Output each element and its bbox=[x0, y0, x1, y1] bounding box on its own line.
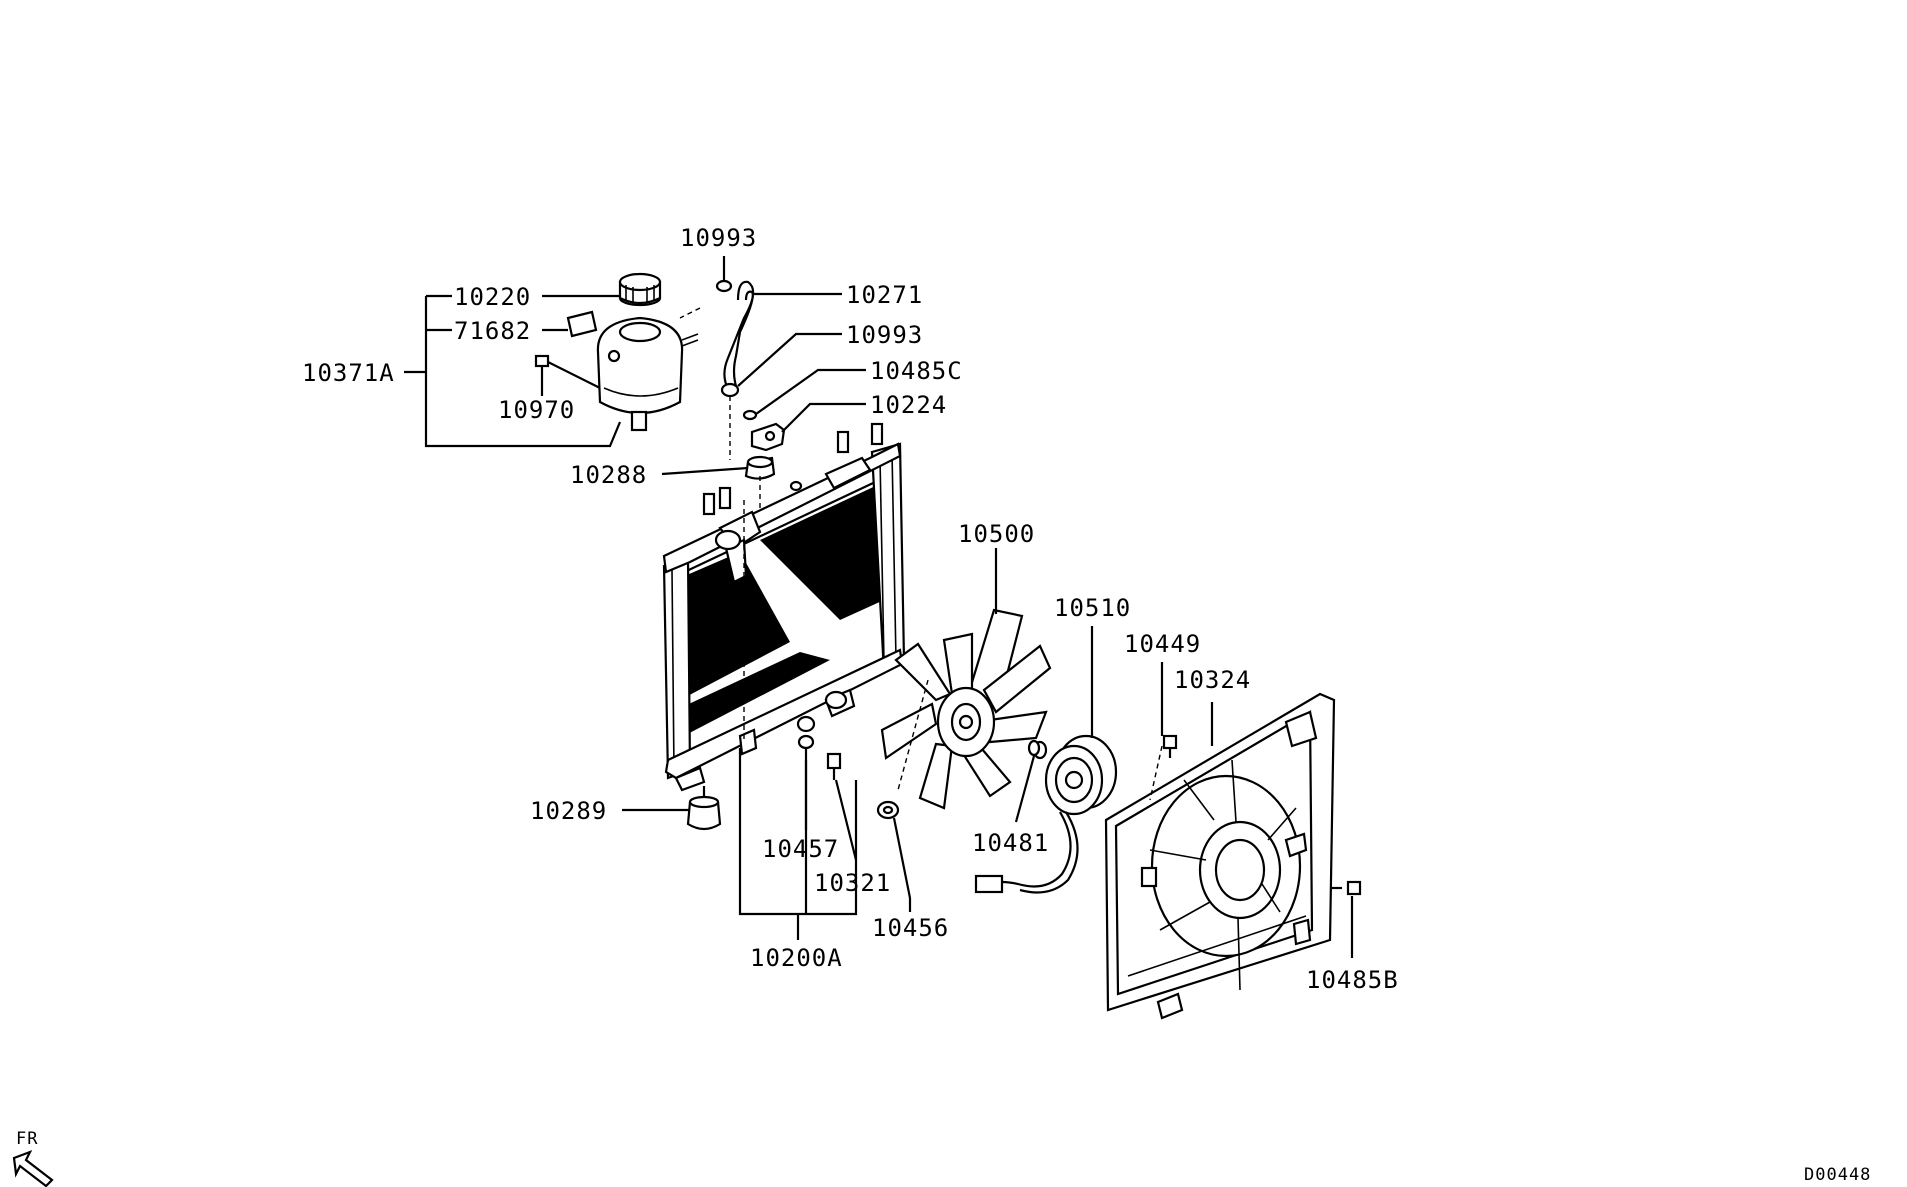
callout-10457: 10457 bbox=[762, 835, 839, 863]
bracket-parts bbox=[742, 409, 803, 510]
callout-10970: 10970 bbox=[498, 396, 575, 424]
bolt-10970 bbox=[534, 354, 550, 376]
fan-shroud bbox=[1104, 692, 1362, 1020]
drain-plug bbox=[686, 786, 722, 831]
callout-10481: 10481 bbox=[972, 829, 1049, 857]
fan-nut bbox=[876, 800, 900, 820]
front-label: FR bbox=[16, 1129, 38, 1149]
callout-labels: 10993 10271 10220 71682 10993 10371A 104… bbox=[302, 224, 1399, 994]
reservoir-cap bbox=[618, 272, 662, 307]
radiator-fins bbox=[676, 482, 884, 740]
callout-71682: 71682 bbox=[454, 317, 531, 345]
callout-10321: 10321 bbox=[814, 869, 891, 897]
callout-10510: 10510 bbox=[1054, 594, 1131, 622]
callout-10485C: 10485C bbox=[870, 357, 963, 385]
front-arrow-icon bbox=[12, 1149, 54, 1187]
callout-10324: 10324 bbox=[1174, 666, 1251, 694]
bolt-10449 bbox=[1149, 734, 1178, 801]
radiator-mount-parts bbox=[796, 715, 842, 780]
callout-10288: 10288 bbox=[570, 461, 647, 489]
leader-lines bbox=[404, 256, 1354, 958]
callout-10200A: 10200A bbox=[750, 944, 843, 972]
callout-10224: 10224 bbox=[870, 391, 947, 419]
overflow-hose bbox=[679, 279, 755, 460]
callout-10993-mid: 10993 bbox=[846, 321, 923, 349]
callout-10449: 10449 bbox=[1124, 630, 1201, 658]
callout-10371A: 10371A bbox=[302, 359, 395, 387]
callout-10220: 10220 bbox=[454, 283, 531, 311]
callout-10500: 10500 bbox=[958, 520, 1035, 548]
front-direction-indicator: FR bbox=[12, 1129, 54, 1187]
bolt-10485B bbox=[1332, 880, 1362, 896]
callout-10289: 10289 bbox=[530, 797, 607, 825]
reservoir-tank bbox=[534, 272, 699, 432]
cooling-fan bbox=[876, 608, 1052, 820]
diagram-code: D00448 bbox=[1804, 1165, 1871, 1185]
callout-10993-top: 10993 bbox=[680, 224, 757, 252]
radiator bbox=[662, 422, 906, 831]
fan-motor bbox=[974, 734, 1118, 894]
callout-10271: 10271 bbox=[846, 281, 923, 309]
caution-label bbox=[566, 310, 598, 338]
callout-10456: 10456 bbox=[872, 914, 949, 942]
callout-10485B: 10485B bbox=[1306, 966, 1399, 994]
